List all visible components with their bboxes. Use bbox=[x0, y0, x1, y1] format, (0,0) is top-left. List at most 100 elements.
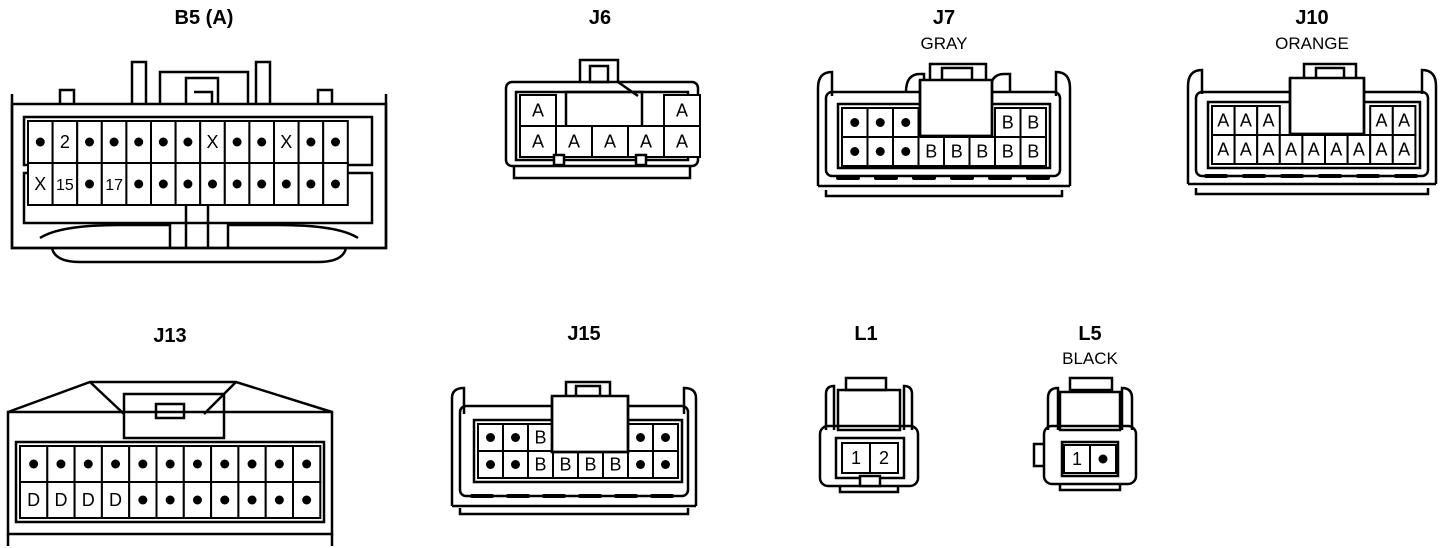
svg-text:A: A bbox=[640, 132, 652, 152]
j7-pin: B bbox=[1019, 136, 1047, 167]
svg-text:B: B bbox=[951, 142, 963, 162]
j10-pin: A bbox=[1233, 105, 1259, 136]
j13-pin bbox=[237, 481, 267, 519]
b5-pin bbox=[76, 162, 103, 206]
connector-j7-title: J7 bbox=[933, 7, 955, 29]
j13-pin bbox=[155, 445, 185, 483]
svg-text:A: A bbox=[532, 132, 544, 152]
j7-pin: B bbox=[917, 136, 945, 167]
j10-pin: A bbox=[1324, 134, 1349, 165]
connector-l5: L5 BLACK 1 bbox=[1032, 323, 1138, 492]
connector-l5-subtitle: BLACK bbox=[1062, 349, 1118, 368]
j15-pin: B bbox=[602, 450, 629, 479]
j13-pin: D bbox=[100, 481, 131, 519]
b5-pin bbox=[223, 162, 251, 206]
j6-pin: A bbox=[627, 125, 665, 158]
svg-text:A: A bbox=[1398, 111, 1410, 131]
j13-pin bbox=[19, 445, 49, 483]
svg-text:A: A bbox=[1398, 140, 1410, 160]
svg-text:B: B bbox=[1027, 142, 1039, 162]
connector-b5-title: B5 (A) bbox=[175, 7, 234, 29]
j6-pin: A bbox=[555, 125, 593, 158]
j15-pin bbox=[627, 450, 654, 479]
j10-pin: A bbox=[1391, 105, 1417, 136]
connector-l1-title: L1 bbox=[854, 323, 877, 345]
j7-pin: B bbox=[943, 136, 971, 167]
j15-pin bbox=[502, 423, 529, 452]
svg-text:X: X bbox=[34, 174, 46, 194]
j10-pin: A bbox=[1346, 134, 1372, 165]
b5-pin bbox=[273, 162, 300, 206]
svg-text:B: B bbox=[534, 428, 546, 448]
b5-pin: X bbox=[273, 120, 300, 164]
b5-pin bbox=[297, 162, 325, 206]
j13-pin: D bbox=[19, 481, 49, 519]
svg-text:B: B bbox=[559, 455, 571, 475]
svg-text:A: A bbox=[1285, 140, 1297, 160]
l1-pin: 2 bbox=[869, 442, 899, 474]
svg-text:1: 1 bbox=[1072, 449, 1082, 469]
svg-text:A: A bbox=[1262, 111, 1274, 131]
l5-pin: 1 bbox=[1063, 444, 1091, 474]
connector-j10-title: J10 bbox=[1295, 7, 1328, 29]
svg-text:A: A bbox=[532, 101, 544, 121]
svg-text:B: B bbox=[976, 142, 988, 162]
j13-pin bbox=[100, 445, 131, 483]
svg-text:B: B bbox=[534, 455, 546, 475]
j7-pin bbox=[841, 136, 869, 167]
svg-text:A: A bbox=[676, 132, 688, 152]
b5-pin bbox=[174, 120, 202, 164]
svg-text:B: B bbox=[1027, 113, 1039, 133]
j15-pin bbox=[652, 423, 679, 452]
svg-text:B: B bbox=[609, 455, 621, 475]
b5-pin bbox=[27, 120, 54, 164]
j13-pin bbox=[292, 481, 322, 519]
b5-pin bbox=[199, 162, 226, 206]
b5-pin bbox=[150, 162, 177, 206]
svg-text:D: D bbox=[27, 490, 40, 510]
j15-pin: B bbox=[527, 423, 554, 452]
svg-text:15: 15 bbox=[56, 177, 74, 194]
svg-text:A: A bbox=[1217, 140, 1229, 160]
svg-text:D: D bbox=[54, 490, 67, 510]
j7-pin bbox=[866, 107, 894, 138]
j7-pin bbox=[866, 136, 894, 167]
j15-pin bbox=[477, 423, 504, 452]
b5-pin bbox=[125, 120, 153, 164]
j13-pin bbox=[182, 481, 213, 519]
l5-pin-grid: 1 bbox=[1063, 444, 1117, 474]
j13-pin bbox=[73, 445, 103, 483]
connector-j7-subtitle: GRAY bbox=[921, 34, 968, 53]
svg-text:A: A bbox=[1353, 140, 1365, 160]
j13-pin bbox=[128, 481, 158, 519]
j15-pin bbox=[477, 450, 504, 479]
j13-pin bbox=[264, 445, 295, 483]
j13-pin: D bbox=[73, 481, 103, 519]
j10-pin: A bbox=[1391, 134, 1417, 165]
connector-j10-subtitle: ORANGE bbox=[1275, 34, 1349, 53]
j13-pin bbox=[264, 481, 295, 519]
j7-pin: B bbox=[968, 136, 996, 167]
j10-pin: A bbox=[1369, 134, 1394, 165]
j7-pin bbox=[892, 107, 920, 138]
svg-text:B: B bbox=[1002, 142, 1014, 162]
j13-pin: D bbox=[46, 481, 76, 519]
svg-text:D: D bbox=[82, 490, 95, 510]
j7-pin: B bbox=[994, 136, 1022, 167]
svg-text:2: 2 bbox=[879, 448, 889, 468]
j10-pin: A bbox=[1278, 134, 1304, 165]
j13-pin bbox=[46, 445, 76, 483]
j10-pin: A bbox=[1211, 105, 1236, 136]
svg-text:B: B bbox=[925, 142, 937, 162]
j7-pin: B bbox=[994, 107, 1022, 138]
svg-text:D: D bbox=[109, 490, 122, 510]
b5-pin bbox=[248, 162, 275, 206]
svg-text:X: X bbox=[206, 132, 218, 152]
